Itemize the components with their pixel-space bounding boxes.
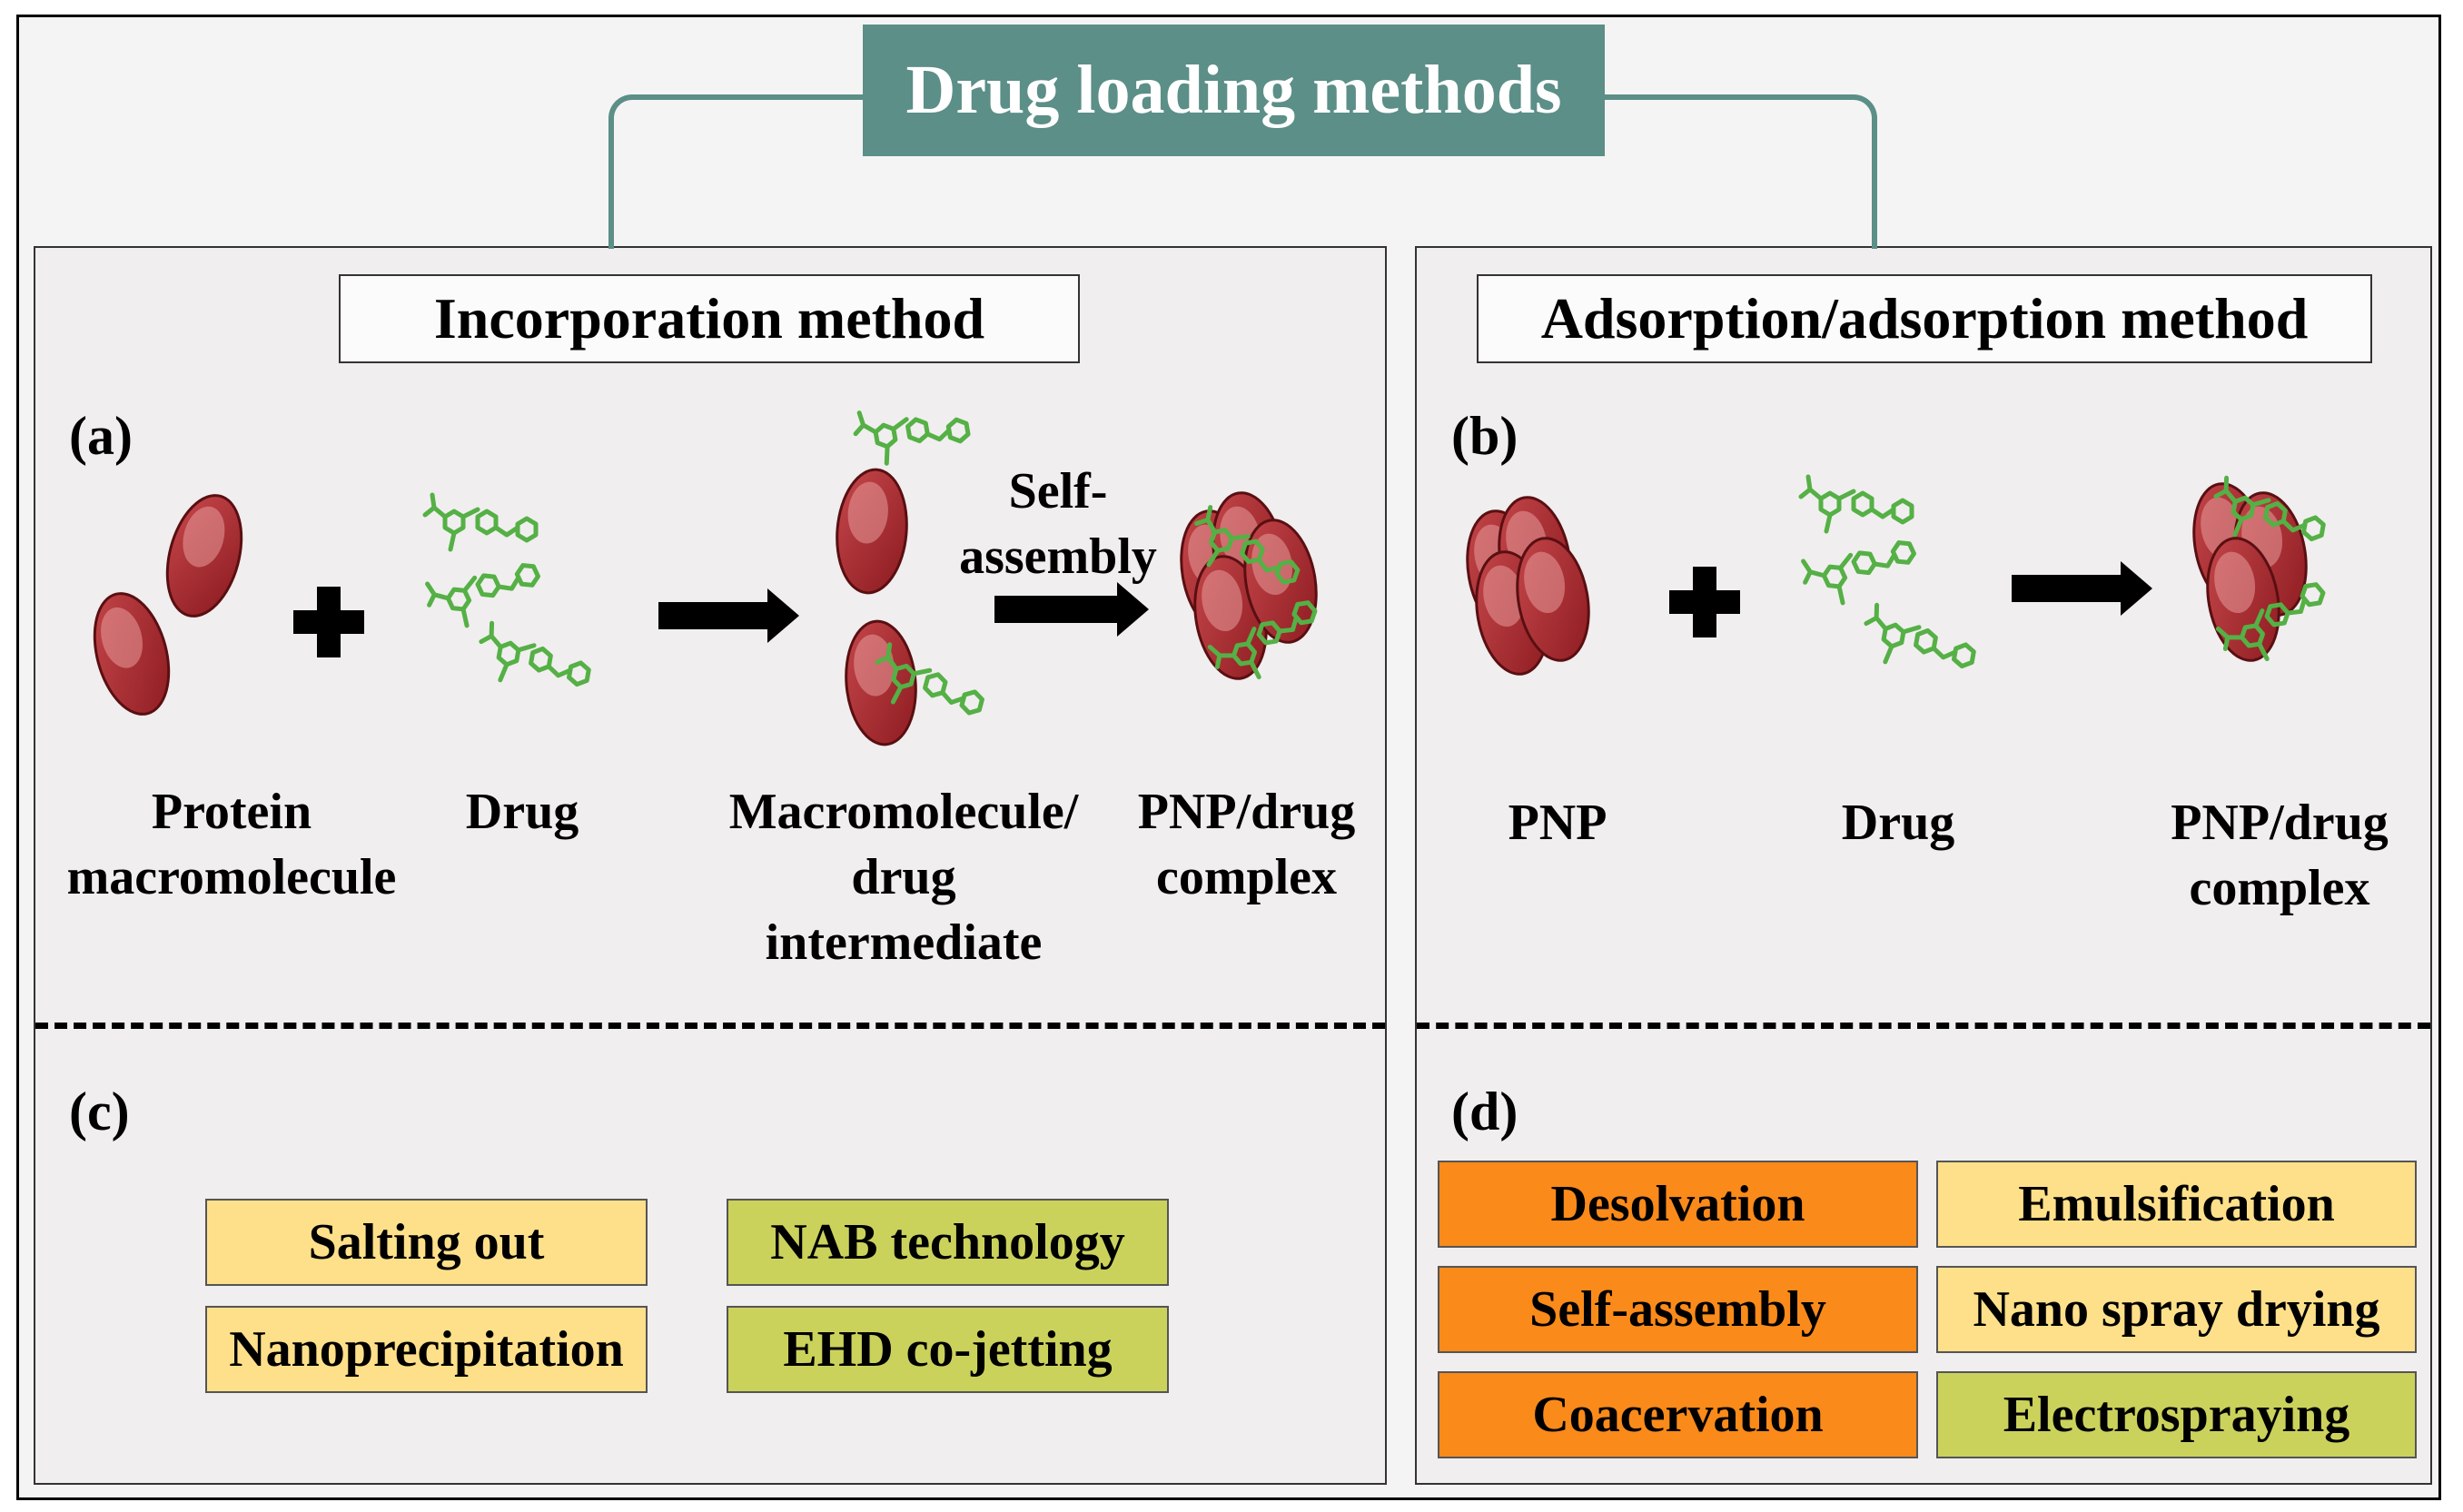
incorporation-heading: Incorporation method <box>339 274 1080 363</box>
title-connector-right <box>1600 94 1877 249</box>
divider-left <box>35 1023 1385 1029</box>
method-salting-out: Salting out <box>205 1199 648 1286</box>
panel-letter-d: (d) <box>1451 1082 1518 1141</box>
method-ehd-co-jetting: EHD co-jetting <box>727 1306 1169 1393</box>
adsorption-heading: Adsorption/adsorption method <box>1477 274 2372 363</box>
method-desolvation: Desolvation <box>1438 1161 1918 1248</box>
method-electrospraying: Electrospraying <box>1936 1371 2417 1458</box>
divider-right <box>1417 1023 2430 1029</box>
diagram-title: Drug loading methods <box>863 25 1605 156</box>
label-drug-b: Drug <box>1841 795 1955 851</box>
title-connector-left <box>608 94 867 249</box>
self-assembly-label: Self-assembly <box>959 463 1157 585</box>
method-emulsification: Emulsification <box>1936 1161 2417 1248</box>
label-pnp: PNP <box>1508 795 1607 851</box>
panel-letter-c: (c) <box>69 1082 130 1141</box>
label-drug-a: Drug <box>465 784 579 840</box>
method-nano-spray-drying: Nano spray drying <box>1936 1266 2417 1353</box>
panel-letter-b: (b) <box>1451 406 1518 466</box>
method-coacervation: Coacervation <box>1438 1371 1918 1458</box>
method-self-assembly: Self-assembly <box>1438 1266 1918 1353</box>
method-nanoprecipitation: Nanoprecipitation <box>205 1306 648 1393</box>
panel-letter-a: (a) <box>69 406 133 466</box>
method-nab-technology: NAB technology <box>727 1199 1169 1286</box>
